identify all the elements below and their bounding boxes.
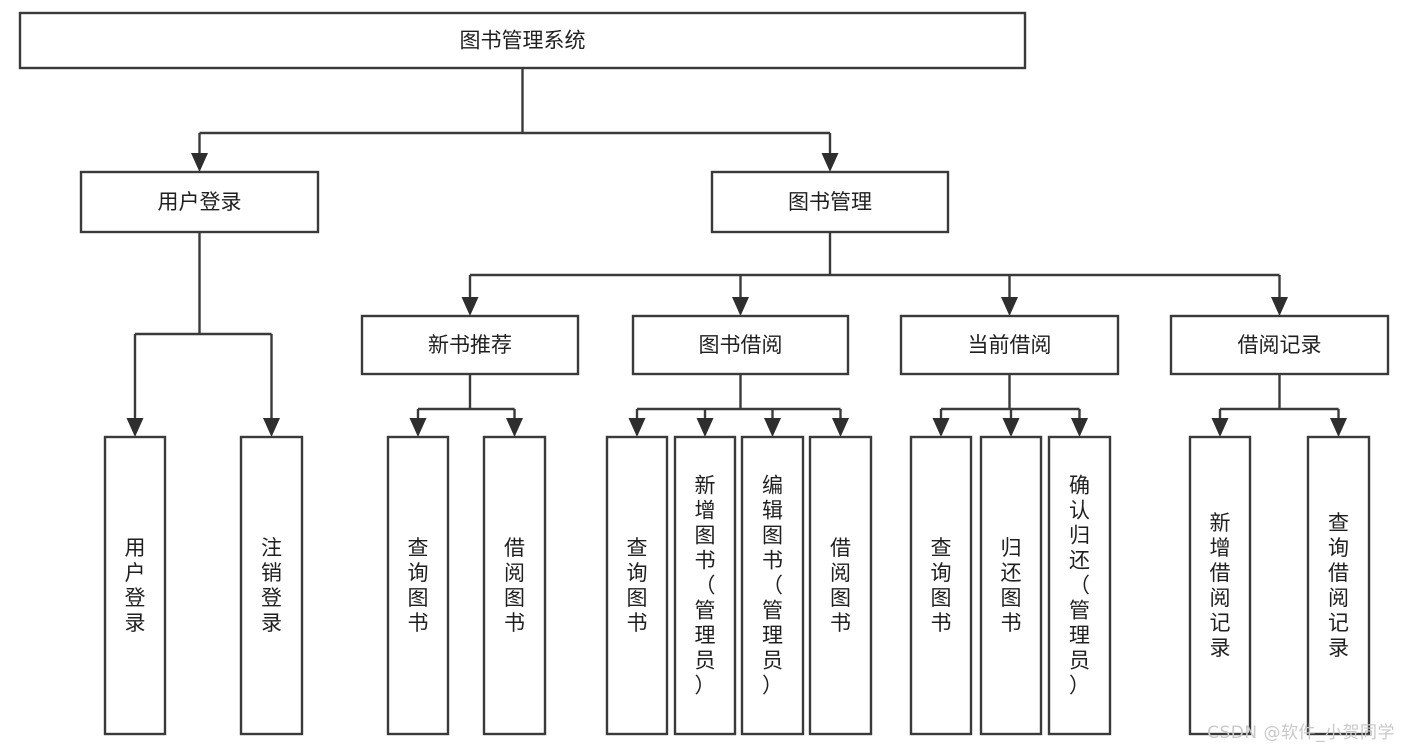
arrow-head-icon — [409, 418, 427, 437]
node-label: 归还图书 — [1001, 536, 1022, 635]
node-用户登录-level1[interactable]: 用户登录 — [79, 170, 320, 234]
arrow-head-icon — [191, 153, 208, 172]
arrow-head-icon — [932, 418, 950, 437]
node-box — [1188, 435, 1252, 736]
node-查询借阅记录-leaf[interactable]: 查询借阅记录 — [1306, 435, 1371, 736]
node-label: 图书借阅 — [699, 333, 783, 357]
node-label: 查询图书 — [627, 536, 648, 635]
node-label: 新书推荐 — [428, 333, 512, 357]
node-label: 当前借阅 — [968, 333, 1052, 357]
node-当前借阅-level2[interactable]: 当前借阅 — [899, 314, 1120, 376]
node-box — [909, 435, 973, 736]
node-box — [482, 435, 547, 736]
arrow-head-icon — [461, 297, 479, 316]
node-查询图书-leaf[interactable]: 查询图书 — [386, 435, 450, 736]
node-label: 图书管理 — [788, 190, 872, 214]
arrow-head-icon — [732, 297, 749, 316]
node-box — [1169, 314, 1390, 376]
node-box — [740, 435, 805, 736]
node-查询图书-leaf[interactable]: 查询图书 — [909, 435, 973, 736]
node-box — [710, 170, 950, 234]
node-label: 用户登录 — [125, 536, 146, 635]
node-box — [1306, 435, 1371, 736]
node-box — [631, 314, 850, 376]
arrow-head-icon — [628, 418, 646, 437]
node-box — [18, 11, 1027, 70]
node-box — [808, 435, 873, 736]
connectors-layer — [126, 68, 1347, 437]
arrow-head-icon — [506, 418, 523, 437]
arrow-head-icon — [1002, 418, 1020, 437]
node-确认归还管理员-leaf[interactable]: 确认归还（管理员） — [1047, 435, 1112, 736]
node-box — [79, 170, 320, 234]
node-label: 查询图书 — [931, 536, 952, 635]
node-box — [605, 435, 669, 736]
arrow-head-icon — [832, 418, 849, 437]
node-box — [979, 435, 1043, 736]
node-box — [360, 314, 580, 376]
arrow-head-icon — [126, 418, 144, 437]
arrow-head-icon — [1330, 418, 1347, 437]
arrow-head-icon — [263, 418, 280, 437]
node-label: 编辑图书（管理员） — [762, 474, 783, 698]
node-归还图书-leaf[interactable]: 归还图书 — [979, 435, 1043, 736]
node-注销登录-leaf[interactable]: 注销登录 — [239, 435, 304, 736]
node-box — [386, 435, 450, 736]
node-图书借阅-level2[interactable]: 图书借阅 — [631, 314, 850, 376]
nodes-layer: 图书管理系统用户登录图书管理新书推荐图书借阅当前借阅借阅记录用户登录注销登录查询… — [18, 11, 1390, 736]
node-新增图书管理员-leaf[interactable]: 新增图书（管理员） — [673, 435, 737, 736]
node-box — [239, 435, 304, 736]
arrow-head-icon — [1211, 418, 1229, 437]
node-label: 注销登录 — [261, 536, 282, 635]
arrow-head-icon — [1001, 297, 1018, 316]
node-label: 确认归还（管理员） — [1069, 474, 1090, 698]
node-label: 借阅图书 — [504, 536, 525, 635]
node-label: 用户登录 — [158, 190, 242, 214]
node-box — [103, 435, 167, 736]
node-label: 新增图书（管理员） — [695, 474, 716, 698]
node-借阅记录-level2[interactable]: 借阅记录 — [1169, 314, 1390, 376]
node-label: 借阅记录 — [1238, 333, 1322, 357]
node-查询图书-leaf[interactable]: 查询图书 — [605, 435, 669, 736]
node-box — [673, 435, 737, 736]
node-编辑图书管理员-leaf[interactable]: 编辑图书（管理员） — [740, 435, 805, 736]
node-label: 新增借阅记录 — [1210, 511, 1231, 660]
node-用户登录-leaf[interactable]: 用户登录 — [103, 435, 167, 736]
node-借阅图书-leaf[interactable]: 借阅图书 — [482, 435, 547, 736]
node-新增借阅记录-leaf[interactable]: 新增借阅记录 — [1188, 435, 1252, 736]
node-label: 图书管理系统 — [460, 29, 586, 53]
node-label: 借阅图书 — [830, 536, 851, 635]
node-box — [899, 314, 1120, 376]
node-新书推荐-level2[interactable]: 新书推荐 — [360, 314, 580, 376]
node-借阅图书-leaf[interactable]: 借阅图书 — [808, 435, 873, 736]
arrow-head-icon — [1071, 418, 1088, 437]
arrow-head-icon — [764, 418, 781, 437]
arrow-head-icon — [696, 418, 714, 437]
node-label: 查询借阅记录 — [1328, 511, 1349, 660]
node-label: 查询图书 — [408, 536, 429, 635]
arrow-head-icon — [1271, 297, 1288, 316]
node-box — [1047, 435, 1112, 736]
watermark-text: CSDN @软件_小贺同学 — [1207, 723, 1395, 743]
node-图书管理-level1[interactable]: 图书管理 — [710, 170, 950, 234]
arrow-head-icon — [821, 153, 839, 172]
node-root-图书管理系统[interactable]: 图书管理系统 — [18, 11, 1027, 70]
